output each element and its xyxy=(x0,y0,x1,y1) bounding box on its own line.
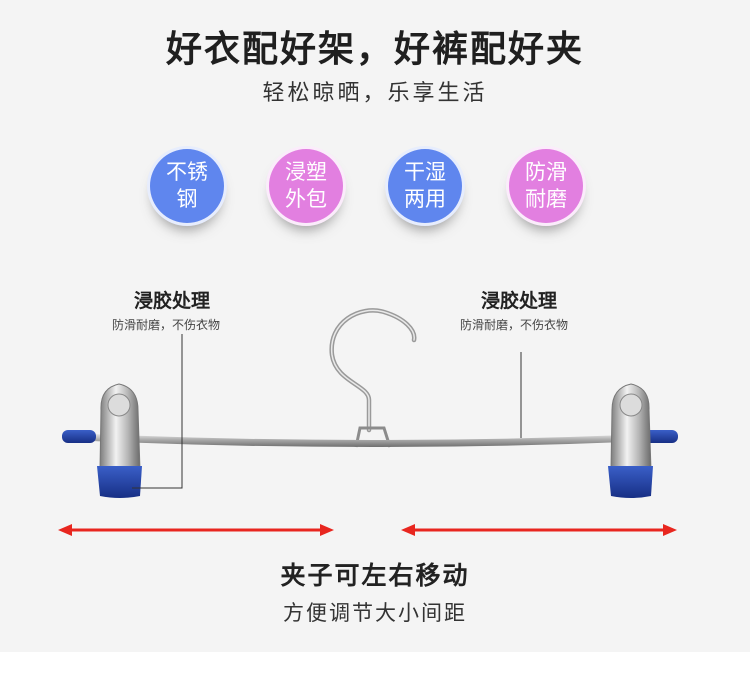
badge-stainless-steel: 不锈钢 xyxy=(147,146,227,226)
badge-anti-slip: 防滑耐磨 xyxy=(506,146,586,226)
badge-plastic-dipped: 浸塑外包 xyxy=(266,146,346,226)
callout-left-desc: 防滑耐磨，不伤衣物 xyxy=(112,318,221,332)
callout-left-title: 浸胶处理 xyxy=(134,290,211,312)
callout-right-title: 浸胶处理 xyxy=(481,290,558,312)
badge-label: 防滑耐磨 xyxy=(525,160,567,211)
badge-label: 不锈钢 xyxy=(166,160,208,211)
arrow-left-icon xyxy=(58,524,334,536)
hook-icon xyxy=(329,308,417,433)
badge-wet-dry: 干湿两用 xyxy=(385,146,465,226)
move-title: 夹子可左右移动 xyxy=(280,561,470,590)
arrow-right-icon xyxy=(401,524,677,536)
left-clip-icon xyxy=(97,383,142,498)
callout-right-desc: 防滑耐磨，不伤衣物 xyxy=(460,318,569,332)
badge-label: 浸塑外包 xyxy=(285,160,327,211)
right-clip-icon xyxy=(608,383,653,498)
hook-bracket-icon xyxy=(354,426,392,448)
left-end-cap xyxy=(62,430,96,443)
move-subtitle: 方便调节大小间距 xyxy=(283,601,467,625)
badge-label: 干湿两用 xyxy=(404,160,446,211)
callout-left-leader xyxy=(132,334,183,489)
hanger-bar xyxy=(92,434,652,447)
subheadline: 轻松晾晒，乐享生活 xyxy=(262,81,488,106)
headline: 好衣配好架，好裤配好夹 xyxy=(165,29,584,70)
bottom-band xyxy=(0,652,750,694)
right-end-cap xyxy=(644,430,678,443)
